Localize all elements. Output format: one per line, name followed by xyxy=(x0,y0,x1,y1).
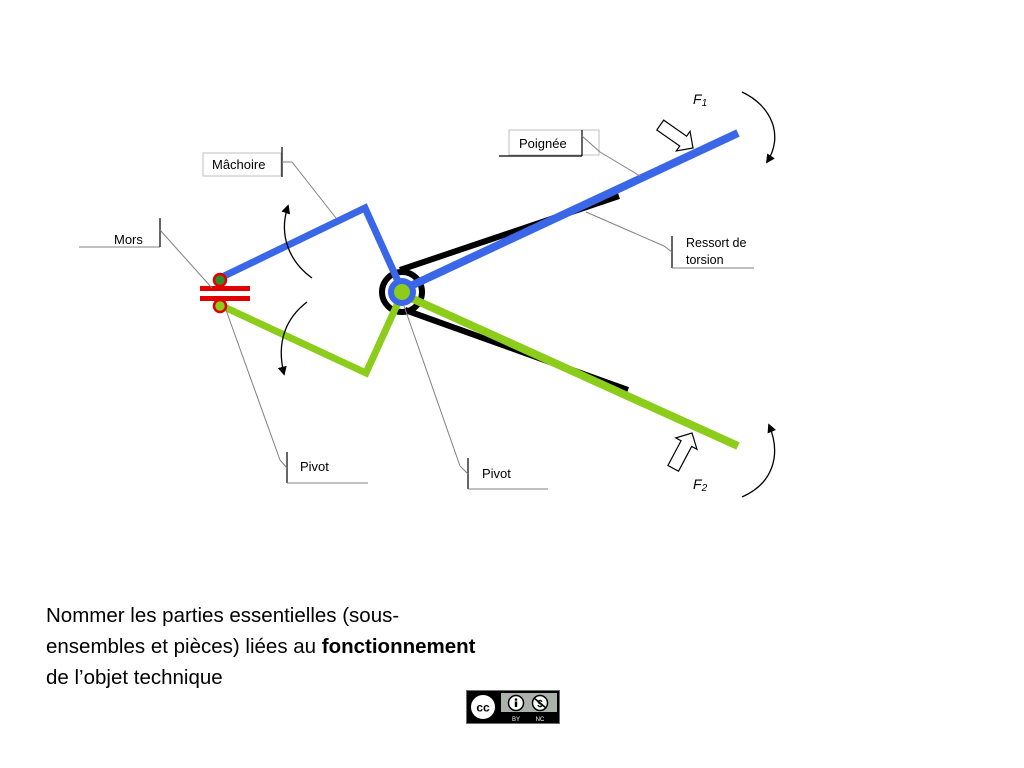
force-arrow-f2 xyxy=(667,432,698,472)
mors-bar-top xyxy=(200,286,250,291)
label-pivot-left: Pivot xyxy=(300,459,329,474)
upper-tip-joint xyxy=(212,272,228,288)
force-arrow-f1 xyxy=(655,119,694,152)
lower-tip-joint xyxy=(212,298,228,314)
cc-text: cc xyxy=(476,701,490,715)
central-pivot xyxy=(388,278,416,306)
jaw-tips xyxy=(200,272,250,314)
lower-jaw xyxy=(218,292,406,378)
caption-part2: de l’objet technique xyxy=(46,666,223,689)
callout-poignee: Poignée xyxy=(499,129,641,177)
mors-bar-bottom xyxy=(200,296,250,301)
upper-jaw xyxy=(218,203,406,292)
lower-handle xyxy=(400,290,740,450)
callout-mors: Mors xyxy=(79,218,213,289)
label-pivot-center: Pivot xyxy=(482,466,511,481)
instruction-caption: Nommer les parties essentielles (sous-en… xyxy=(46,600,486,693)
jaw-rotation-arrow-up xyxy=(281,204,313,279)
handle-rotation-arrow-top xyxy=(741,91,776,164)
label-ressort-line2: torsion xyxy=(686,253,724,267)
callout-pivot-center: Pivot xyxy=(403,305,548,490)
handle-rotation-arrow-bottom xyxy=(741,423,777,498)
lower-arm xyxy=(218,290,740,450)
callout-ressort: Ressort de torsion xyxy=(585,211,754,269)
spring-coil xyxy=(379,269,425,315)
pivot-pin xyxy=(394,284,410,300)
label-mors: Mors xyxy=(114,232,143,247)
force-label-f2: F2 xyxy=(693,476,708,494)
by-text: BY xyxy=(512,717,520,723)
callout-machoire: Mâchoire xyxy=(202,147,337,219)
label-machoire: Mâchoire xyxy=(212,157,265,172)
callout-pivot-left: Pivot xyxy=(225,309,368,484)
torsion-spring xyxy=(379,193,630,393)
label-ressort-line1: Ressort de xyxy=(686,236,746,250)
upper-arm xyxy=(218,129,740,294)
svg-text:$: $ xyxy=(537,699,543,710)
cc-license-graphic: cc $ BY NC xyxy=(467,691,559,723)
caption-bold-word: fonctionnement xyxy=(321,635,476,658)
caption-part1: Nommer les parties essentielles (sous-en… xyxy=(46,604,400,658)
cc-license-badge: cc $ BY NC xyxy=(466,690,560,724)
cc-icon xyxy=(469,693,497,721)
upper-handle xyxy=(400,129,740,294)
nc-text: NC xyxy=(536,717,545,723)
jaw-rotation-arrow-down xyxy=(277,301,308,376)
force-label-f1: F1 xyxy=(693,91,707,109)
label-poignee: Poignée xyxy=(519,136,567,151)
